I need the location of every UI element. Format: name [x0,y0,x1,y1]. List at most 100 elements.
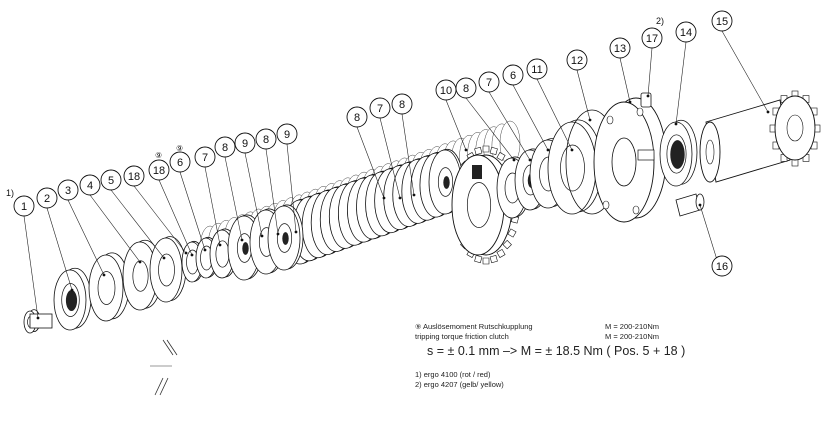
break-mark-bottom [154,377,169,396]
leader-line [356,126,385,199]
leader-line [647,47,653,97]
leader-dot [398,196,402,200]
circled-9-symbol: ⑨ [415,324,422,331]
callout-number: 16 [716,261,728,273]
leader-dot [294,230,298,234]
callout-bubble [711,10,733,32]
leader-dot [184,251,188,255]
leader-dot [260,234,264,238]
note-tripping-torque-en: tripping torque friction clutch [415,332,509,341]
callout-bubble [566,49,588,71]
leader-dot [588,118,592,122]
callout-bubble [346,106,368,128]
footnote-1: 1) ergo 4100 (rot / red) [415,370,491,379]
leader-dot [698,203,702,207]
bolt-shank [29,313,53,329]
footnote-mark-2: 2) [656,16,664,26]
note-de-text: Auslösemoment Rutschkupplung [422,322,533,331]
leader-line [619,57,631,103]
callout-number: 15 [716,16,728,28]
callout-number: 5 [108,175,114,187]
leader-line [89,194,141,263]
note-torque-value-1: M = 200-210Nm [605,322,659,331]
leader-dot [382,196,386,200]
bearing-2 [53,267,92,331]
callout-bubble [79,174,101,196]
leader-dot [240,238,244,242]
callout-bubble [478,71,500,93]
leader-line [224,156,243,241]
callout-number: 7 [202,152,208,164]
leader-dot [203,248,207,252]
leader-dot [162,256,166,260]
leader-line [488,91,531,161]
leader-line [401,113,415,196]
footnote-marks-layer: 1)2)⑨⑨ [6,16,664,198]
callout-number: 12 [571,55,583,67]
callout-bubble [169,151,191,173]
callout-bubble [369,97,391,119]
leader-dot [190,253,194,257]
leader-lines-layer [23,30,770,320]
callout-number: 3 [65,185,71,197]
leader-dot [628,100,632,104]
callout-number: 8 [354,112,360,124]
leader-line [286,143,297,233]
leader-dot [70,288,74,292]
leader-line [158,179,193,256]
callout-bubble [502,64,524,86]
leader-dot [766,110,770,114]
footnote-mark-1: 1) [6,188,14,198]
leader-line [512,84,549,151]
leader-line [67,199,105,276]
callout-bubble [391,93,413,115]
leader-line [445,99,467,151]
callout-bubble [36,187,58,209]
callout-bubble [276,123,298,145]
pin-17 [640,92,652,108]
leader-line [204,166,221,246]
callout-number: 6 [177,157,183,169]
note-torque-value-2: M = 200-210Nm [605,332,659,341]
callout-bubble [455,77,477,99]
callout-number: 4 [87,180,93,192]
leader-line [465,97,515,161]
break-mark-top [162,339,178,356]
leader-dot [218,243,222,247]
callout-bubble [641,27,663,49]
callout-number: 2 [44,193,50,205]
callout-bubble [100,169,122,191]
callout-bubble [13,195,35,217]
callout-number: 8 [222,142,228,154]
leader-line [110,189,165,259]
gear-wheel-10 [451,145,520,265]
leader-dot [546,148,550,152]
leader-dot [512,158,516,162]
leader-dot [646,94,650,98]
leader-line [244,152,263,237]
leader-line [46,207,73,291]
callout-number: 11 [531,64,542,76]
hub-flange-13 [593,97,667,223]
callout-number: 13 [614,43,626,55]
leader-line [179,171,206,251]
plate-9 [267,204,304,271]
leader-dot [464,148,468,152]
leader-dot [102,273,106,277]
callout-bubble [711,255,733,277]
leader-dot [412,193,416,197]
flange-disc-3 [88,252,130,322]
callout-bubble [255,128,277,150]
callout-number: 9 [284,129,290,141]
callout-number: 17 [646,33,658,45]
callout-number: 8 [463,83,469,95]
splined-shaft-15 [699,90,821,183]
callout-bubble [123,165,145,187]
callout-bubble [526,58,548,80]
callout-number: 14 [680,27,692,39]
leader-dot [276,232,280,236]
callout-number: 18 [128,171,140,183]
callout-bubble [194,146,216,168]
callout-number: 8 [399,99,405,111]
